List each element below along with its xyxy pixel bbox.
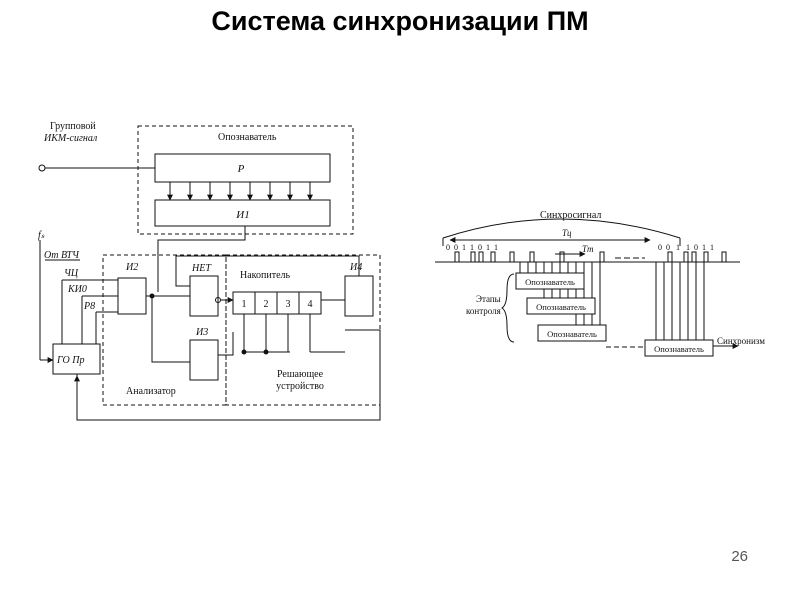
sync-out-label: Синхронизм — [717, 336, 765, 346]
block-net — [189, 275, 219, 317]
bit-left-5: 1 — [486, 243, 490, 252]
bit-left-4: 0 — [478, 243, 482, 252]
identifier-box-1 — [515, 272, 585, 290]
from-vtch-label: От ВТЧ — [44, 250, 80, 261]
block-i3 — [189, 339, 219, 381]
block-i1-label: И1 — [235, 209, 249, 221]
chc-label: ЧЦ — [64, 268, 79, 279]
bit-left-2: 1 — [462, 243, 466, 252]
p8-label: Р8 — [83, 301, 95, 312]
tt-label: Tт — [582, 244, 594, 254]
decider-label-line1: Решающее — [277, 369, 324, 380]
sync-arc — [442, 218, 681, 239]
block-scheme — [38, 125, 381, 421]
timing-diagram — [435, 218, 740, 357]
block-net-label: НЕТ — [191, 263, 212, 274]
bit-right-0: 0 — [658, 243, 662, 252]
register-p — [154, 153, 331, 183]
input-terminal — [38, 164, 46, 172]
block-i3-label: И3 — [195, 327, 208, 338]
tc-label: Tц — [562, 228, 572, 238]
bit-left-3: 1 — [470, 243, 474, 252]
decider-label-line2: устройство — [276, 381, 324, 392]
block-p-label: Р — [237, 163, 245, 175]
cell-1: 1 — [242, 299, 247, 310]
bit-left-0: 0 — [446, 243, 450, 252]
slide-title: Система синхронизации ПМ — [211, 6, 589, 36]
cell-4: 4 — [308, 299, 313, 310]
bit-right-1: 0 — [666, 243, 670, 252]
block-i4-label: И4 — [349, 262, 362, 273]
input-label-line1: Групповой — [50, 121, 96, 132]
identifier-label: Опознаватель — [218, 132, 277, 143]
identifier-box-2-label: Опознаватель — [536, 302, 586, 312]
stages-brace — [501, 273, 515, 343]
bit-right-3: 1 — [686, 243, 690, 252]
stages-label-line2: контроля — [466, 306, 501, 316]
cell-2: 2 — [264, 299, 269, 310]
bit-right-5: 1 — [702, 243, 706, 252]
page-number: 26 — [731, 548, 748, 565]
ki0-label: КИ0 — [67, 284, 87, 295]
identifier-box-4-label: Опознаватель — [654, 344, 704, 354]
identifier-box-3-label: Опознаватель — [547, 329, 597, 339]
identifier-box-2 — [526, 297, 596, 315]
block-go-label: ГО Пр — [56, 355, 85, 366]
bit-right-6: 1 — [710, 243, 714, 252]
bits-left: 0 0 1 1 0 1 1 — [446, 243, 498, 252]
block-i2-label: И2 — [125, 262, 138, 273]
cell-3: 3 — [286, 299, 291, 310]
bit-left-1: 0 — [454, 243, 458, 252]
bit-right-4: 0 — [694, 243, 698, 252]
block-i2 — [117, 277, 147, 315]
block-i4 — [344, 275, 374, 317]
input-label-line2: ИКМ-сигнал — [43, 133, 98, 144]
block-i1 — [154, 199, 331, 227]
bit-right-2: 1 — [676, 243, 680, 252]
accumulator-label: Накопитель — [240, 270, 291, 281]
analyzer-label: Анализатор — [126, 386, 176, 397]
decider-region — [225, 254, 381, 406]
stages-label-line1: Этапы — [476, 294, 501, 304]
fc-label: fₛ — [38, 230, 45, 241]
identifier-box-3 — [537, 324, 607, 342]
bits-right: 0 0 1 1 0 1 1 — [658, 243, 714, 252]
bit-left-6: 1 — [494, 243, 498, 252]
identifier-box-1-label: Опознаватель — [525, 277, 575, 287]
sync-signal-label: Синхросигнал — [540, 210, 601, 221]
identifier-box-4 — [644, 339, 714, 357]
